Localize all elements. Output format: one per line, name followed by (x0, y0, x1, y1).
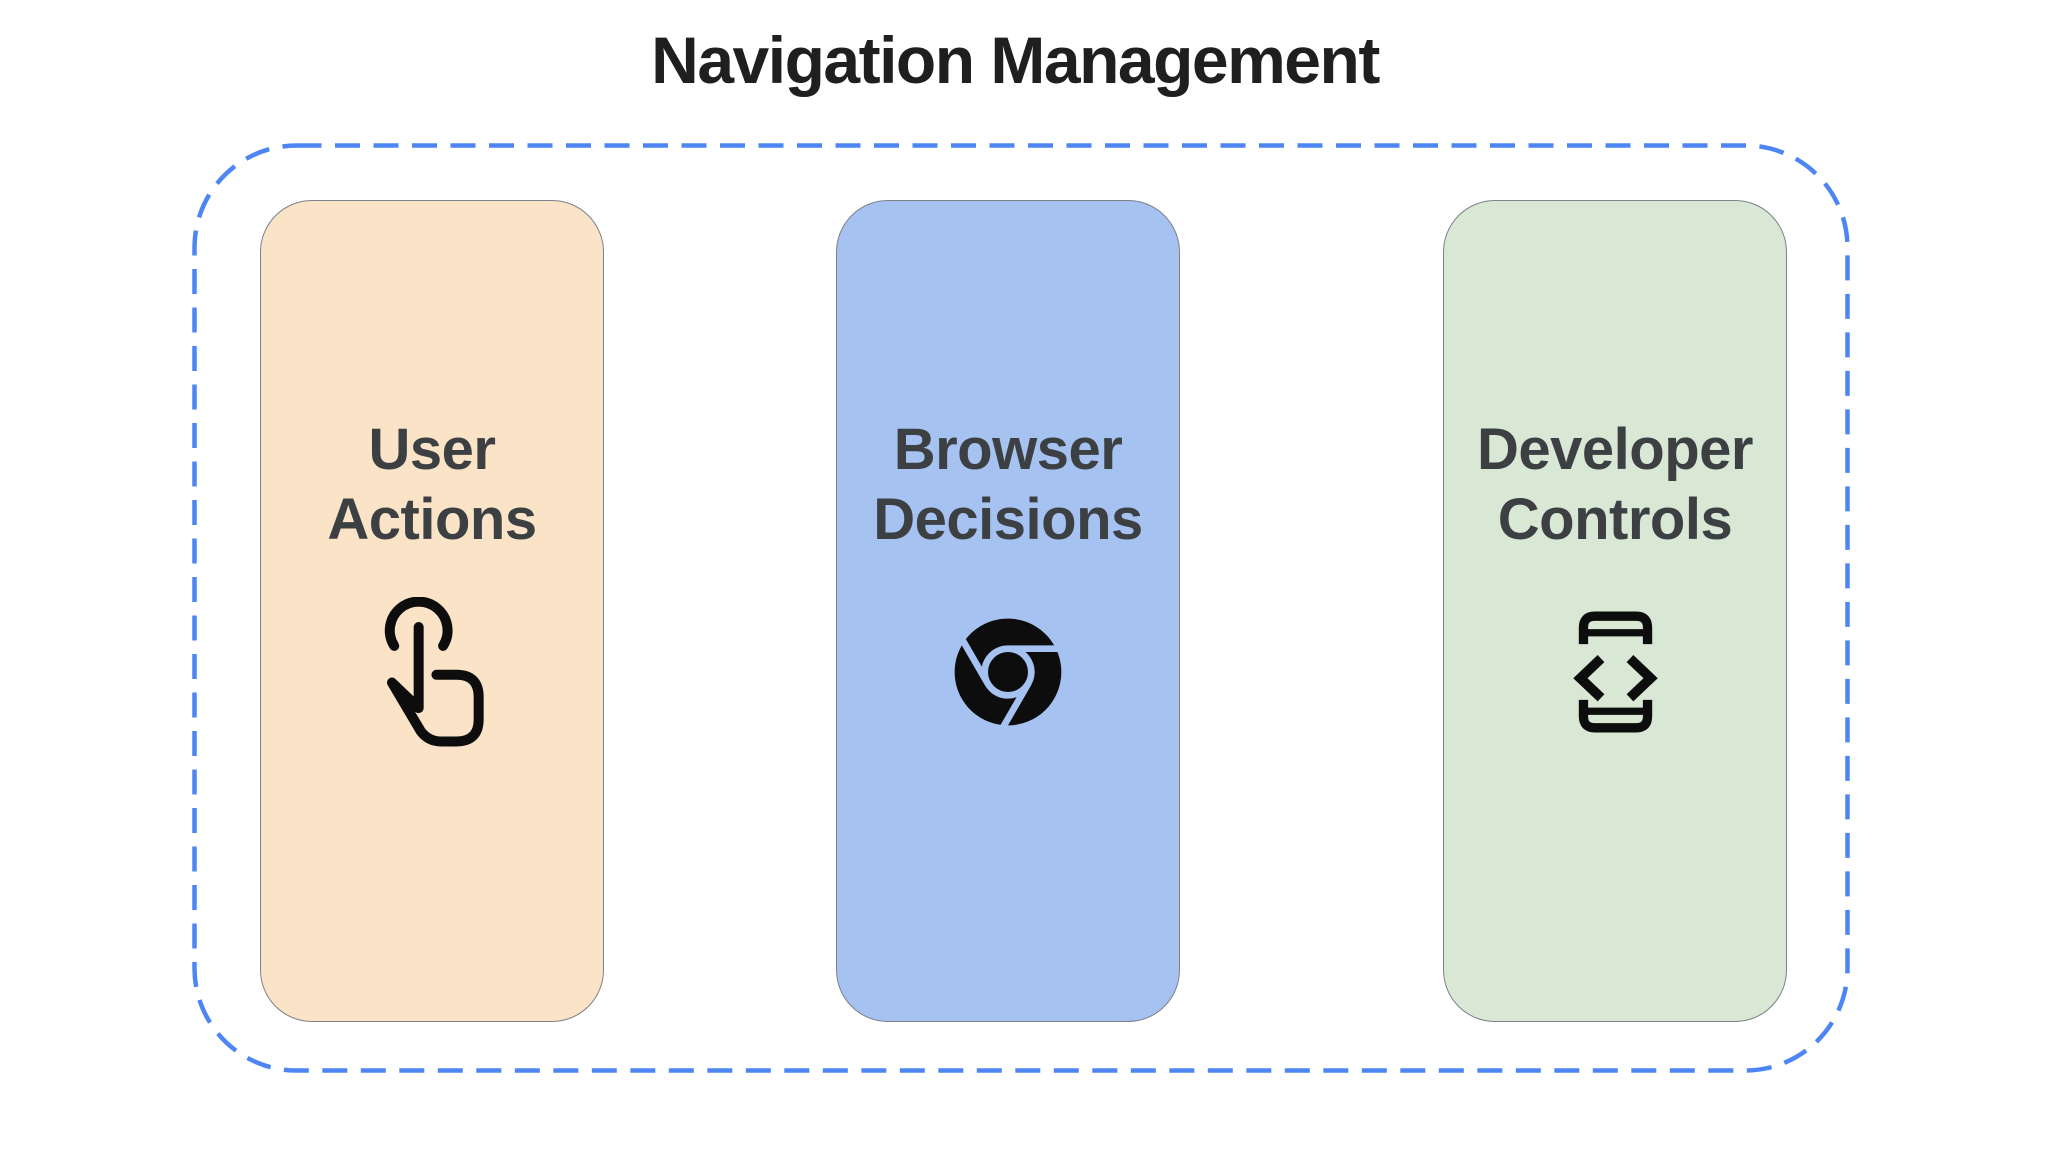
dashed-border-rect (192, 143, 1850, 1073)
card-developer-controls-label: Developer Controls (1477, 415, 1753, 555)
dashed-border (192, 143, 1850, 1073)
card-label-line1: User (368, 417, 496, 482)
card-user-actions: User Actions (260, 200, 604, 1022)
chrome-logo-icon (928, 596, 1088, 748)
card-browser-decisions-label: Browser Decisions (873, 415, 1143, 555)
card-browser-decisions: Browser Decisions (836, 200, 1180, 1022)
card-label-line1: Developer (1477, 417, 1753, 482)
dashed-container: User Actions Browser Decisions (192, 143, 1850, 1073)
card-label-line2: Actions (327, 487, 537, 552)
card-label-line2: Decisions (873, 487, 1143, 552)
diagram-title: Navigation Management (651, 23, 1380, 97)
touch-gesture-icon (376, 596, 488, 748)
card-label-line1: Browser (893, 417, 1123, 482)
card-label-line2: Controls (1497, 487, 1733, 552)
card-developer-controls: Developer Controls (1443, 200, 1787, 1022)
developer-mode-icon (1569, 596, 1662, 748)
card-user-actions-label: User Actions (327, 415, 537, 555)
